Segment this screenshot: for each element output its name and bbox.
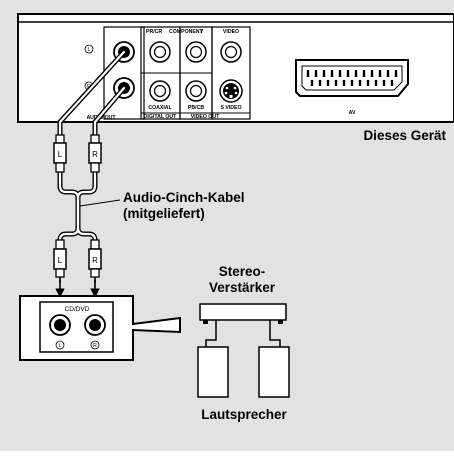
device-av-label: AV [349,110,356,116]
amp-left-jack [49,314,71,336]
device-coaxial-label: COAXIAL [148,105,172,111]
device-component-label: COMPONENT [169,29,204,35]
device-video-jack [220,41,242,63]
stereo-amplifier-unit [199,303,287,324]
svg-text:L: L [59,343,62,349]
speakers-label: Lautsprecher [201,407,287,422]
device-name-label: Dieses Gerät [363,128,446,143]
device-video-out-label: VIDEO OUT [191,114,220,120]
device-y-label: Y [200,29,204,35]
cable-lower-plug-left: L [53,239,67,283]
svg-text:L: L [58,256,63,265]
svg-text:R: R [93,343,97,349]
device-digital-out-label: DIGITAL OUT [144,114,177,120]
cable-upper-plug-left: L [53,134,67,173]
device-pr-cr-jack [149,41,171,63]
device-av-scart-connector [295,59,409,97]
cable-name-line1: Audio-Cinch-Kabel [123,190,245,205]
cable-upper-plug-right: R [88,134,102,173]
svg-text:R: R [92,256,98,265]
device-y-jack [185,41,207,63]
device-pb-cb-jack [185,80,207,102]
speaker-right [258,346,290,398]
amp-left-marker: L [55,340,65,350]
amplifier-name-line2: Verstärker [209,280,276,295]
svg-text:R: R [92,150,98,159]
amp-right-jack [84,314,106,336]
speaker-left [197,346,229,398]
device-video-label: VIDEO [223,29,239,35]
amp-right-marker: R [90,340,100,350]
device-left-marker: L [84,44,94,54]
device-s-video-label: S VIDEO [220,105,241,111]
device-s-video-jack [219,79,243,103]
speaker-wire-left [205,320,217,347]
device-pb-cb-label: PB/CB [188,105,204,111]
cable-label-leader [79,199,121,207]
device-pr-cr-label: PR/CR [146,29,162,35]
amplifier-name-line1: Stereo- [219,264,266,279]
amp-input-label: CD/DVD [65,306,90,313]
svg-text:L: L [88,47,91,53]
svg-text:L: L [58,150,63,159]
cable-lower-plug-right: R [88,239,102,283]
speaker-wire-right [269,320,281,347]
device-coaxial-jack [149,80,171,102]
cable-name-line2: (mitgeliefert) [123,206,205,221]
